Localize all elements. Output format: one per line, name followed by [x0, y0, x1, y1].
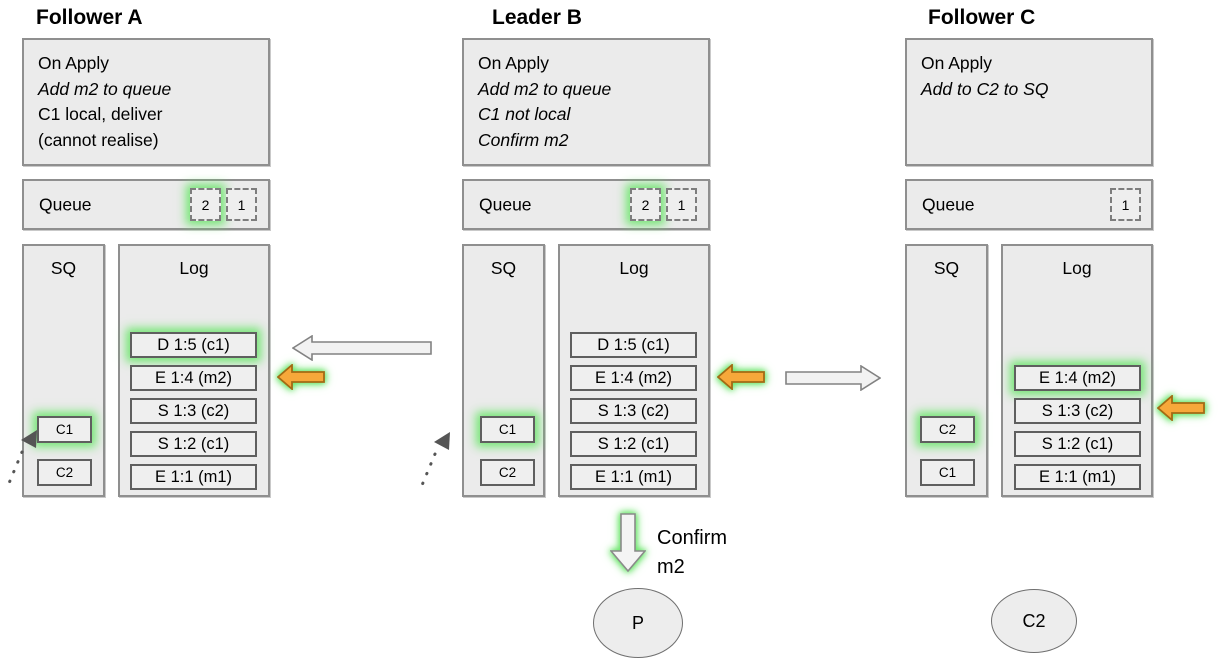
- log-label: Log: [619, 258, 649, 278]
- node-title-leader-b: Leader B: [492, 6, 582, 29]
- queue-label: Queue: [479, 194, 532, 214]
- log-entry: D 1:5 (c1): [130, 332, 257, 358]
- queue-slot: 2: [190, 188, 221, 221]
- apply-box-leader-b: On Apply Add m2 to queue C1 not local Co…: [462, 38, 710, 166]
- sq-insert-dotted-arrow-icon: [418, 432, 450, 492]
- queue-slot: 2: [630, 188, 661, 221]
- log-entry: E 1:1 (m1): [130, 464, 257, 490]
- log-entry: E 1:1 (m1): [1014, 464, 1141, 490]
- queue-box-follower-c: Queue: [905, 179, 1153, 230]
- node-title-follower-c: Follower C: [928, 6, 1036, 29]
- apply-line: Add to C2 to SQ: [921, 78, 1049, 99]
- sq-box-leader-b: SQ: [462, 244, 545, 497]
- apply-line: On Apply: [38, 53, 110, 73]
- sq-box-follower-c: SQ: [905, 244, 988, 497]
- replication-arrow-left-icon: [292, 335, 432, 361]
- queue-label: Queue: [922, 194, 975, 214]
- actor-c2: C2: [991, 589, 1077, 653]
- queue-slot: 1: [1110, 188, 1141, 221]
- apply-line: Confirm m2: [478, 129, 569, 150]
- sq-box-follower-a: SQ: [22, 244, 105, 497]
- queue-label: Queue: [39, 194, 92, 214]
- apply-line: Add m2 to queue: [38, 78, 172, 99]
- apply-line: On Apply: [478, 53, 550, 73]
- apply-pointer-arrow-icon: [1157, 395, 1205, 421]
- log-entry: E 1:1 (m1): [570, 464, 697, 490]
- log-entry: S 1:2 (c1): [570, 431, 697, 457]
- sq-entry: C1: [920, 459, 975, 486]
- sq-entry: C2: [920, 416, 975, 443]
- log-entry: S 1:2 (c1): [1014, 431, 1141, 457]
- apply-box-follower-c: On Apply Add to C2 to SQ: [905, 38, 1153, 166]
- sq-entry: C2: [480, 459, 535, 486]
- log-entry: S 1:2 (c1): [130, 431, 257, 457]
- log-label: Log: [1062, 258, 1092, 278]
- log-entry: E 1:4 (m2): [130, 365, 257, 391]
- apply-pointer-arrow-icon: [277, 364, 325, 390]
- apply-line: C1 not local: [478, 104, 571, 124]
- sq-label: SQ: [490, 258, 517, 278]
- apply-line: C1 local, deliver: [38, 104, 163, 124]
- confirm-m2-label: Confirm m2: [657, 527, 728, 578]
- actor-p: P: [593, 588, 683, 658]
- replication-arrow-right-icon: [785, 365, 881, 391]
- apply-line: (cannot realise): [38, 129, 159, 150]
- sq-entry: C1: [37, 416, 92, 443]
- log-entry: S 1:3 (c2): [570, 398, 697, 424]
- log-entry: E 1:4 (m2): [1014, 365, 1141, 391]
- sq-entry: C1: [480, 416, 535, 443]
- log-label: Log: [179, 258, 209, 278]
- log-entry: E 1:4 (m2): [570, 365, 697, 391]
- queue-slot: 1: [226, 188, 257, 221]
- sq-label: SQ: [50, 258, 77, 278]
- queue-slot: 1: [666, 188, 697, 221]
- log-entry: S 1:3 (c2): [1014, 398, 1141, 424]
- sq-label: SQ: [933, 258, 960, 278]
- apply-box-follower-a: On Apply Add m2 to queue C1 local, deliv…: [22, 38, 270, 166]
- log-entry: D 1:5 (c1): [570, 332, 697, 358]
- sq-insert-dotted-arrow-icon: [5, 430, 37, 490]
- sq-entry: C2: [37, 459, 92, 486]
- confirm-down-arrow-icon: [610, 513, 646, 573]
- apply-pointer-arrow-icon: [717, 364, 765, 390]
- log-entry: S 1:3 (c2): [130, 398, 257, 424]
- apply-line: On Apply: [921, 53, 993, 73]
- apply-line: Add m2 to queue: [478, 78, 612, 99]
- node-title-follower-a: Follower A: [36, 6, 143, 29]
